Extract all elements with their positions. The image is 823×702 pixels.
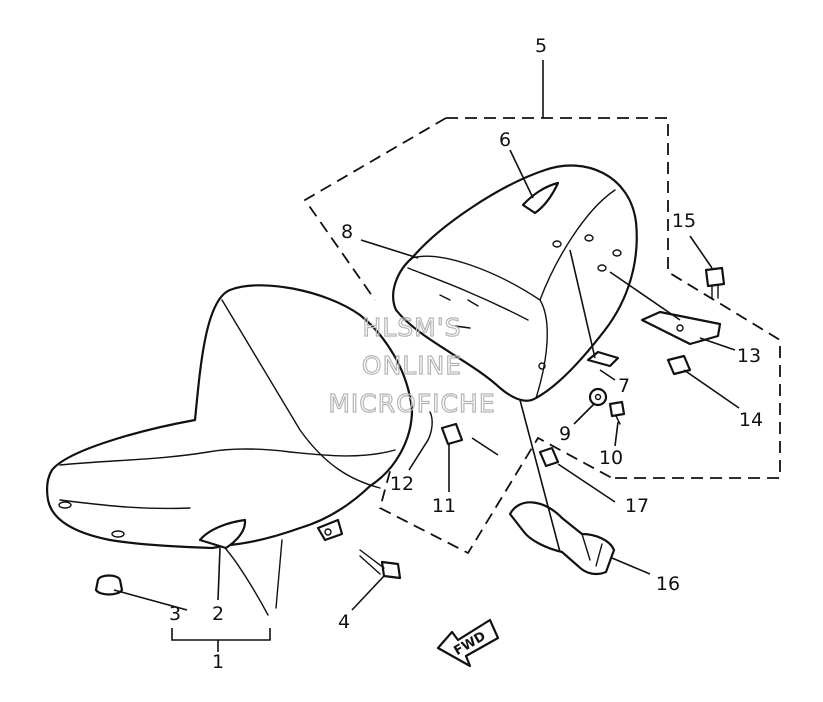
- rear-passenger-seat: [392, 164, 638, 402]
- rear-seat-assembly-boundary: [303, 60, 781, 555]
- callout-13: 13: [737, 345, 761, 367]
- bolt-part-4: [380, 560, 402, 580]
- callout-9: 9: [559, 423, 571, 445]
- callout-11: 11: [432, 495, 456, 517]
- leader-lines: [113, 149, 740, 652]
- clip-nut-part-7: [586, 350, 620, 368]
- callout-14: 14: [739, 409, 763, 431]
- callout-12: 12: [390, 473, 414, 495]
- watermark-line-3: MICROFICHE: [328, 389, 495, 418]
- callout-15: 15: [672, 210, 696, 232]
- callout-6: 6: [499, 129, 511, 151]
- watermark-line-1: HLSM'S: [363, 313, 462, 342]
- callout-7: 7: [618, 375, 630, 397]
- bracket-part-13: [640, 310, 722, 346]
- small-hardware-parts: [94, 266, 726, 596]
- callout-3: 3: [169, 603, 181, 625]
- clip-part-12: [427, 411, 433, 441]
- screw-part-10: [608, 400, 626, 418]
- main-rider-seat: [45, 284, 414, 616]
- watermark-line-2: ONLINE: [362, 351, 462, 380]
- callout-5: 5: [535, 35, 547, 57]
- callout-1: 1: [212, 651, 224, 673]
- callout-17: 17: [625, 495, 649, 517]
- callout-numbers: 5 6 8 15 13 7 14 9 10 12 11 17 16 3 2 4 …: [169, 35, 763, 673]
- callout-8: 8: [341, 221, 353, 243]
- fwd-direction-arrow: FWD: [436, 618, 500, 668]
- hook-bracket-part-16: [508, 501, 616, 576]
- square-nut-part-11: [440, 422, 464, 446]
- washer-part-9: [588, 387, 608, 407]
- bolt-part-15: [704, 266, 726, 288]
- callout-2: 2: [212, 603, 224, 625]
- callout-4: 4: [338, 611, 350, 633]
- watermark: HLSM'S ONLINE MICROFICHE: [328, 312, 495, 418]
- callout-10: 10: [599, 447, 623, 469]
- stud-part-17: [538, 446, 560, 468]
- callout-16: 16: [656, 573, 680, 595]
